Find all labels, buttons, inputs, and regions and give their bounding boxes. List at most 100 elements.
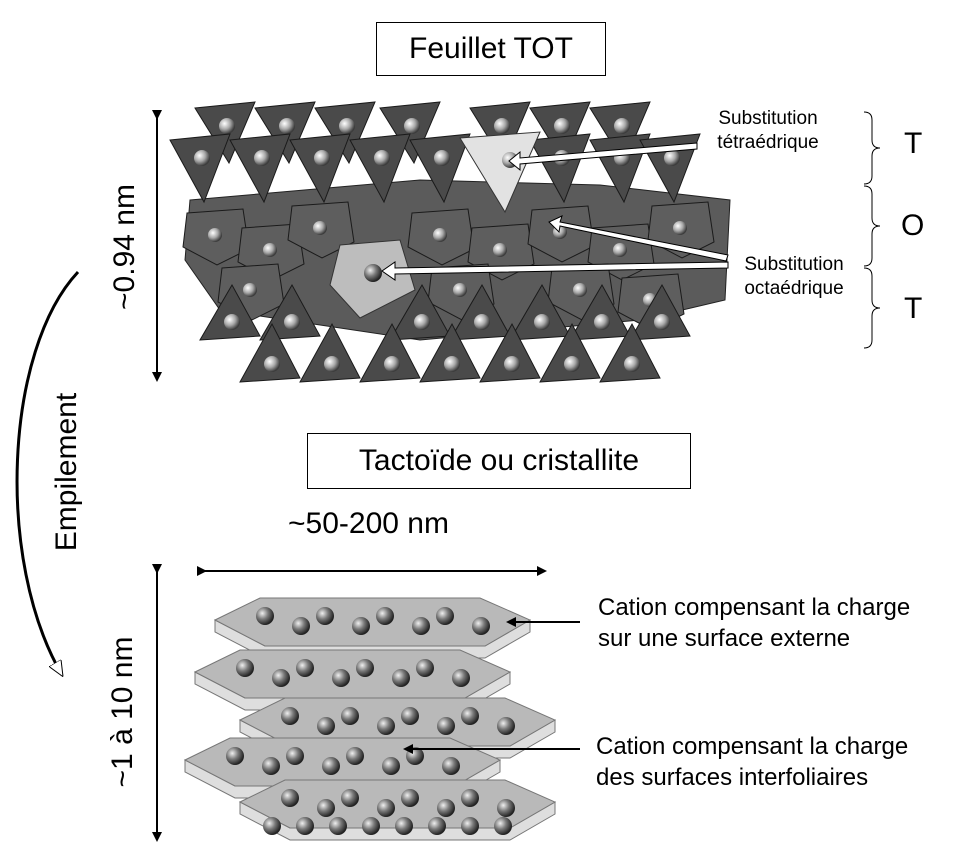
atom [494,118,510,134]
atom [453,283,467,297]
cation [401,707,419,725]
cation [461,789,479,807]
cation [401,789,419,807]
atom [573,283,587,297]
tot-sheet-structure [169,101,731,383]
atom [493,243,507,257]
cation [497,717,515,735]
cation [281,789,299,807]
cation [226,747,244,765]
tactoid-width-label: ~50-200 nm [288,507,449,540]
atom [313,221,327,235]
atom [374,150,390,166]
tetrahedron [419,322,481,383]
stacking-label: Empilement [50,392,83,552]
stacking-arrow [15,270,80,675]
atom [554,118,570,134]
sheet-title: Feuillet TOT [409,32,573,65]
tetrahedron [539,322,601,383]
cation [494,817,512,835]
cation [317,717,335,735]
tetrahedron [629,283,691,341]
tactoid-title-box: Tactoïde ou cristallite [307,433,691,489]
atom [434,150,450,166]
atom [594,314,610,330]
cation [317,799,335,817]
atom [208,228,222,242]
atom [614,118,630,134]
cation [332,669,350,687]
cation [377,799,395,817]
tetrahedron [229,133,291,204]
cation [341,707,359,725]
cation [256,607,274,625]
cation [442,757,460,775]
cation [472,617,490,635]
cation [461,817,479,835]
cation-interlayer-label: Cation compensant la charge des surfaces… [596,733,909,791]
cation [362,817,380,835]
tetrahedron [259,283,321,341]
layer-label-bottom: T [904,292,923,325]
atom [433,228,447,242]
cation [377,717,395,735]
cation [281,707,299,725]
cation [341,789,359,807]
tetrahedron [409,133,471,204]
tetrahedron [529,133,591,204]
atom [279,118,295,134]
tetrahedron [359,322,421,383]
atom [243,283,257,297]
tetra-substitution-label: Substitution tétraédrique [717,108,819,153]
tetrahedron [299,322,361,383]
tactoid-stack [183,597,557,841]
cation [352,617,370,635]
cation [452,669,470,687]
cation [428,817,446,835]
atom [314,150,330,166]
substitution-arrows [381,142,729,281]
atom [264,356,280,372]
atom [664,150,680,166]
cation [497,799,515,817]
cation [272,669,290,687]
cation [461,707,479,725]
cation [329,817,347,835]
cation [263,817,281,835]
atom [474,314,490,330]
cation [437,717,455,735]
atom [219,118,235,134]
cation [356,659,374,677]
atom [534,314,550,330]
atom [194,150,210,166]
cation [286,747,304,765]
atom [404,118,420,134]
tetrahedron [289,133,351,204]
cation [236,659,254,677]
layer-braces [863,111,881,349]
octa-substitution-label: Substitution octaédrique [744,254,844,299]
atom [654,314,670,330]
atom [224,314,240,330]
atom [284,314,300,330]
atom [624,356,640,372]
atom [324,356,340,372]
tetrahedron [169,133,231,204]
atom [564,356,580,372]
atom [384,356,400,372]
cation [392,669,410,687]
tetrahedron [599,322,661,383]
cation [382,757,400,775]
cation [316,607,334,625]
cation [436,607,454,625]
tetrahedron [569,283,631,341]
cation [296,817,314,835]
sheet-thickness-label: ~0.94 nm [108,184,141,310]
atom [613,243,627,257]
tetrahedron [349,133,411,204]
atom [444,356,460,372]
tetrahedron [199,283,261,341]
cation [346,747,364,765]
tetrahedron [239,322,301,383]
